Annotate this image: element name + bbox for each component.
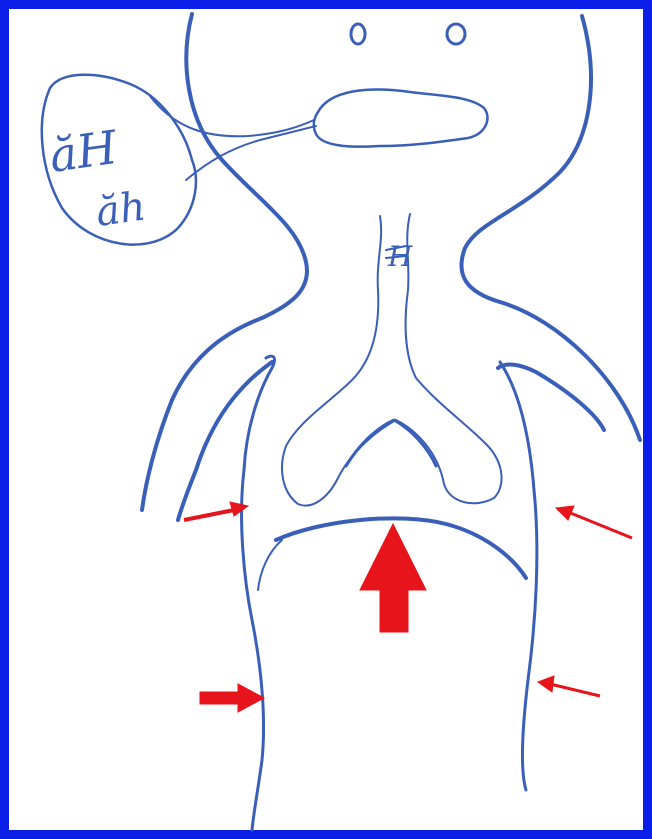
left-lower-arrow-head [238,684,264,712]
right-shoulder [500,302,640,440]
left-lower-arrow-shaft [200,692,240,704]
left-torso-side [242,470,264,830]
speech-bubble-tail [150,96,314,136]
left-arm-inner [178,362,272,520]
right-arm-inner [498,365,604,430]
right-torso-side [500,362,537,790]
mouth [314,89,488,146]
bubble-text-line1: ăH [46,120,121,183]
left-eye [351,24,365,44]
head-outline-right [461,16,591,302]
diaphragm-up-arrow [360,524,426,632]
left-upper-arrow-shaft [184,510,234,520]
diaphragm-left-edge [258,540,282,590]
right-lower-arrow-head [538,676,554,692]
right-upper-arrow-shaft [568,512,632,538]
right-eye [447,24,465,44]
right-upper-arrow-head [556,506,574,520]
bubble-text-line2: ăh [93,183,149,235]
bronchi-inner [346,420,436,466]
right-lower-arrow-shaft [550,684,600,696]
left-upper-arrow-head [230,502,248,516]
